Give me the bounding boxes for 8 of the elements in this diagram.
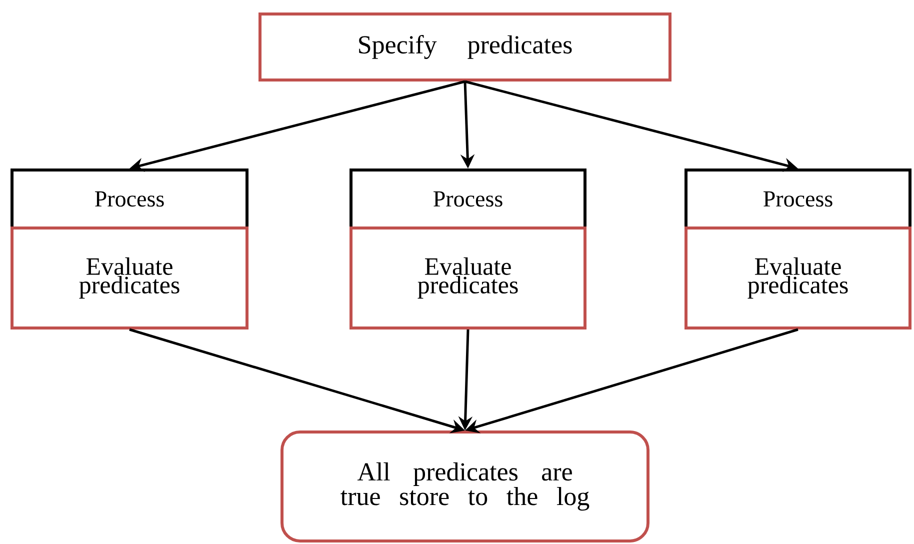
process-box: Evaluate predicates — [350, 226, 586, 330]
specify-box: Specify predicates — [258, 12, 672, 82]
process-header-box: Process — [10, 168, 248, 230]
process-box: Evaluate predicates — [10, 226, 248, 330]
process-header-box: Process — [684, 168, 912, 230]
process-box: Evaluate predicates — [684, 226, 912, 330]
end-box: All predicates are true store to the log — [280, 430, 650, 542]
process-header-box: Process — [350, 168, 586, 230]
